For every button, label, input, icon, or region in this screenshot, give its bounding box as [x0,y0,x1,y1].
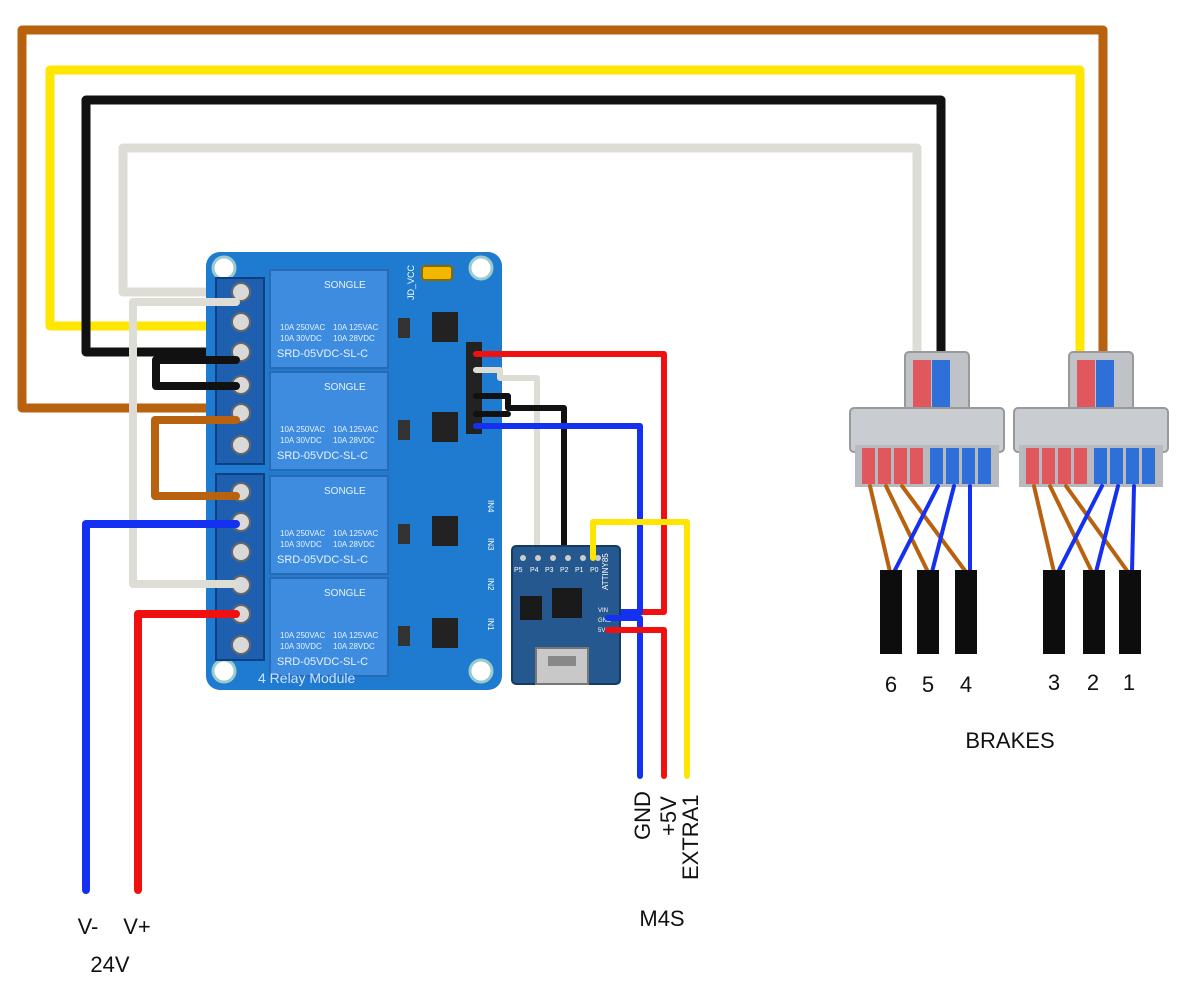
svg-text:10A 250VAC: 10A 250VAC [280,425,325,434]
svg-text:JD_VCC: JD_VCC [406,264,416,300]
v-plus-label: V+ [123,914,151,939]
brake-connector-right [1013,351,1169,487]
relay-2: SONGLE 10A 250VAC 10A 125VAC 10A 30VDC 1… [269,371,389,471]
svg-text:P3: P3 [545,567,554,574]
svg-text:SRD-05VDC-SL-C: SRD-05VDC-SL-C [277,554,368,566]
wire-black-jumper [152,356,240,390]
svg-text:SRD-05VDC-SL-C: SRD-05VDC-SL-C [277,450,368,462]
svg-text:10A 28VDC: 10A 28VDC [333,436,375,445]
svg-text:10A 250VAC: 10A 250VAC [280,529,325,538]
brake-lead-right-e [1094,484,1120,574]
wire-m4s-5v [605,627,667,779]
svg-text:10A 125VAC: 10A 125VAC [333,323,378,332]
brake-number-5: 5 [922,672,934,697]
svg-text:P0: P0 [590,567,599,574]
wire-brown-jumper [151,416,240,500]
svg-text:10A 30VDC: 10A 30VDC [280,642,322,651]
svg-text:IN2: IN2 [486,578,495,591]
svg-text:P2: P2 [560,567,569,574]
brake-number-6: 6 [885,672,897,697]
svg-text:10A 250VAC: 10A 250VAC [280,631,325,640]
svg-text:10A 125VAC: 10A 125VAC [333,425,378,434]
svg-text:10A 125VAC: 10A 125VAC [333,631,378,640]
svg-text:10A 30VDC: 10A 30VDC [280,436,322,445]
svg-text:IN3: IN3 [486,538,495,551]
svg-text:P4: P4 [530,567,539,574]
brake-lead-right-a [1032,484,1056,574]
brake-lead-right-d [1056,484,1104,574]
brake-number-2: 2 [1087,670,1099,695]
svg-text:10A 28VDC: 10A 28VDC [333,334,375,343]
brake-lead-right-c [1064,484,1130,574]
jd-vcc-jumper [421,265,453,281]
wire-relay-in-black-a [473,393,567,563]
brake-lead-left-b [884,484,930,574]
brake-connector-left [849,351,1005,487]
wire-relay-in-gray [473,367,540,563]
wire-yellow-brake [45,65,1085,360]
svg-text:SONGLE: SONGLE [324,382,366,393]
gnd-label: GND [630,791,655,840]
wire-24v-negative [82,520,240,894]
svg-text:10A 28VDC: 10A 28VDC [333,642,375,651]
brake-plugs [880,570,1141,654]
brake-lead-left-d [892,484,940,574]
m4s-label: M4S [639,906,684,931]
brake-lead-right-f [1130,484,1136,574]
svg-text:5V: 5V [598,628,605,634]
brake-number-3: 3 [1048,670,1060,695]
relay-module-title: 4 Relay Module [258,670,355,686]
digispark-board: P5 P4 P3 P2 P1 P0 ATTINY85 VIN GND 5V [511,545,621,685]
wire-brown-brake [17,25,1108,413]
svg-text:IN1: IN1 [486,618,495,631]
svg-text:IN4: IN4 [486,500,495,513]
svg-text:10A 125VAC: 10A 125VAC [333,529,378,538]
svg-text:P5: P5 [514,567,523,574]
svg-text:VIN: VIN [598,608,608,614]
wire-gray-return [129,298,240,588]
wire-m4s-gnd [605,615,643,779]
svg-text:GND: GND [598,618,612,624]
plus5v-label: +5V [656,796,681,836]
svg-text:ATTINY85: ATTINY85 [601,553,610,590]
terminal-blocks [215,277,265,661]
svg-text:SONGLE: SONGLE [324,588,366,599]
svg-text:10A 30VDC: 10A 30VDC [280,540,322,549]
supply-24v-label: 24V [90,952,129,977]
svg-text:SONGLE: SONGLE [324,280,366,291]
svg-text:SRD-05VDC-SL-C: SRD-05VDC-SL-C [277,656,368,668]
svg-text:SRD-05VDC-SL-C: SRD-05VDC-SL-C [277,348,368,360]
svg-text:10A 28VDC: 10A 28VDC [333,540,375,549]
brake-lead-left-a [868,484,892,574]
brakes-label: BRAKES [965,728,1054,753]
brake-lead-right-b [1048,484,1094,574]
wire-24v-positive [134,610,240,894]
brake-lead-left-c [900,484,968,574]
wire-gray-brake [118,143,922,360]
brake-number-1: 1 [1123,670,1135,695]
relay-4: SONGLE 10A 250VAC 10A 125VAC 10A 30VDC 1… [269,577,389,677]
relay-module: SONGLE 10A 250VAC 10A 125VAC 10A 30VDC 1… [206,252,502,690]
svg-text:10A 250VAC: 10A 250VAC [280,323,325,332]
extra1-label: EXTRA1 [678,794,703,880]
svg-text:SONGLE: SONGLE [324,486,366,497]
relay-3: SONGLE 10A 250VAC 10A 125VAC 10A 30VDC 1… [269,475,389,575]
svg-text:10A 30VDC: 10A 30VDC [280,334,322,343]
relay-1: SONGLE 10A 250VAC 10A 125VAC 10A 30VDC 1… [269,269,389,369]
brake-number-4: 4 [960,672,972,697]
svg-text:P1: P1 [575,567,584,574]
v-minus-label: V- [78,914,99,939]
brake-lead-left-e [930,484,956,574]
optocouplers [398,312,458,648]
wire-extra1 [590,519,690,779]
